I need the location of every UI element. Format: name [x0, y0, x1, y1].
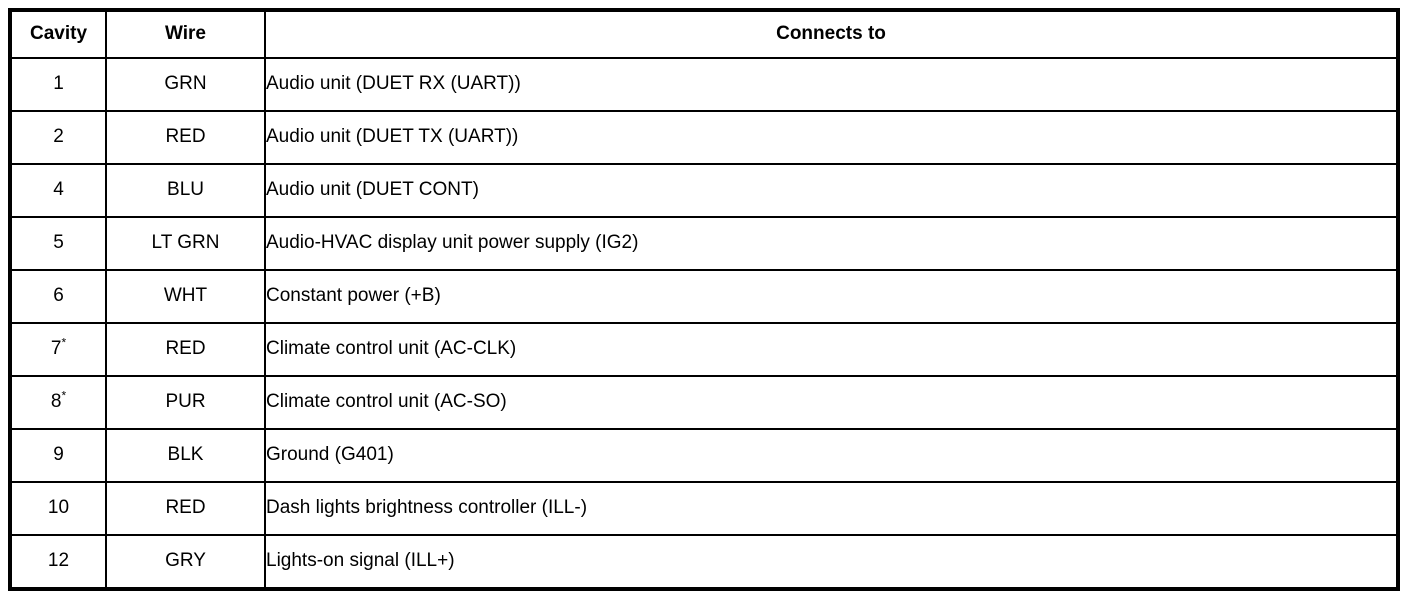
table-row: 4 BLU Audio unit (DUET CONT) [9, 163, 1399, 218]
cavity-value: 5 [53, 232, 64, 254]
cavity-cell: 9 [9, 428, 107, 483]
cavity-value: 9 [53, 444, 64, 466]
connects-to-cell: Climate control unit (AC-SO) [264, 375, 1399, 430]
column-header-cavity: Cavity [9, 9, 107, 59]
connects-to-cell: Audio unit (DUET RX (UART)) [264, 57, 1399, 112]
table-row: 12 GRY Lights-on signal (ILL+) [9, 534, 1399, 590]
wire-color-value: BLU [167, 179, 204, 201]
connects-to-value: Climate control unit (AC-CLK) [266, 338, 517, 360]
connects-to-cell: Audio-HVAC display unit power supply (IG… [264, 216, 1399, 271]
cavity-cell: 1 [9, 57, 107, 112]
connects-to-cell: Audio unit (DUET CONT) [264, 163, 1399, 218]
table-row: 7* RED Climate control unit (AC-CLK) [9, 322, 1399, 377]
cavity-value: 2 [53, 126, 64, 148]
wire-cell: GRN [105, 57, 266, 112]
table-row: 8* PUR Climate control unit (AC-SO) [9, 375, 1399, 430]
cavity-value: 4 [53, 179, 64, 201]
wire-color-value: RED [165, 497, 206, 519]
wire-cell: BLK [105, 428, 266, 483]
table-row: 5 LT GRN Audio-HVAC display unit power s… [9, 216, 1399, 271]
column-header-connects-to: Connects to [264, 9, 1399, 59]
wire-color-value: RED [165, 338, 206, 360]
cavity-cell: 7* [9, 322, 107, 377]
table-row: 1 GRN Audio unit (DUET RX (UART)) [9, 57, 1399, 112]
table-row: 10 RED Dash lights brightness controller… [9, 481, 1399, 536]
connects-to-value: Ground (G401) [266, 444, 394, 466]
connects-to-value: Audio-HVAC display unit power supply (IG… [266, 232, 639, 254]
connects-to-cell: Constant power (+B) [264, 269, 1399, 324]
wire-color-value: WHT [163, 285, 208, 307]
connects-to-value: Audio unit (DUET RX (UART)) [266, 73, 521, 95]
wire-color-value: GRN [164, 73, 207, 95]
wire-cell: WHT [105, 269, 266, 324]
cavity-cell: 12 [9, 534, 107, 590]
wire-cell: LT GRN [105, 216, 266, 271]
cavity-value: 1 [53, 73, 64, 95]
wire-cell: RED [105, 110, 266, 165]
cavity-asterisk-note: * [61, 335, 67, 350]
connects-to-cell: Dash lights brightness controller (ILL-) [264, 481, 1399, 536]
connects-to-value: Climate control unit (AC-SO) [266, 391, 507, 413]
wire-color-value: BLK [167, 444, 204, 466]
table-row: 2 RED Audio unit (DUET TX (UART)) [9, 110, 1399, 165]
connects-to-cell: Audio unit (DUET TX (UART)) [264, 110, 1399, 165]
connects-to-value: Dash lights brightness controller (ILL-) [266, 497, 588, 519]
wire-color-value: PUR [165, 391, 206, 413]
column-header-wire: Wire [105, 9, 266, 59]
wire-color-value: RED [165, 126, 206, 148]
connects-to-cell: Ground (G401) [264, 428, 1399, 483]
wire-cell: RED [105, 322, 266, 377]
cavity-cell: 5 [9, 216, 107, 271]
wire-cell: BLU [105, 163, 266, 218]
connects-to-value: Lights-on signal (ILL+) [266, 550, 455, 572]
cavity-value: 8 [50, 391, 62, 413]
table-row: 9 BLK Ground (G401) [9, 428, 1399, 483]
cavity-cell: 10 [9, 481, 107, 536]
connects-to-cell: Lights-on signal (ILL+) [264, 534, 1399, 590]
wiring-pinout-table: Cavity Wire Connects to 1 GRN Audio unit… [8, 8, 1400, 591]
connects-to-value: Constant power (+B) [266, 285, 441, 307]
cavity-asterisk-note: * [61, 388, 67, 403]
connects-to-value: Audio unit (DUET TX (UART)) [266, 126, 519, 148]
cavity-cell: 2 [9, 110, 107, 165]
cavity-cell: 8* [9, 375, 107, 430]
wire-cell: RED [105, 481, 266, 536]
cavity-value: 10 [47, 497, 70, 519]
table-body: 1 GRN Audio unit (DUET RX (UART)) 2 RED … [9, 57, 1399, 590]
header-row: Cavity Wire Connects to [9, 9, 1399, 59]
wire-color-value: LT GRN [151, 232, 220, 254]
cavity-value: 6 [53, 285, 64, 307]
cavity-cell: 6 [9, 269, 107, 324]
table-row: 6 WHT Constant power (+B) [9, 269, 1399, 324]
wire-color-value: GRY [165, 550, 206, 572]
wire-cell: PUR [105, 375, 266, 430]
table-header: Cavity Wire Connects to [9, 9, 1399, 59]
cavity-value: 12 [47, 550, 70, 572]
cavity-value: 7 [50, 338, 62, 360]
connects-to-value: Audio unit (DUET CONT) [266, 179, 479, 201]
wire-cell: GRY [105, 534, 266, 590]
cavity-cell: 4 [9, 163, 107, 218]
connects-to-cell: Climate control unit (AC-CLK) [264, 322, 1399, 377]
